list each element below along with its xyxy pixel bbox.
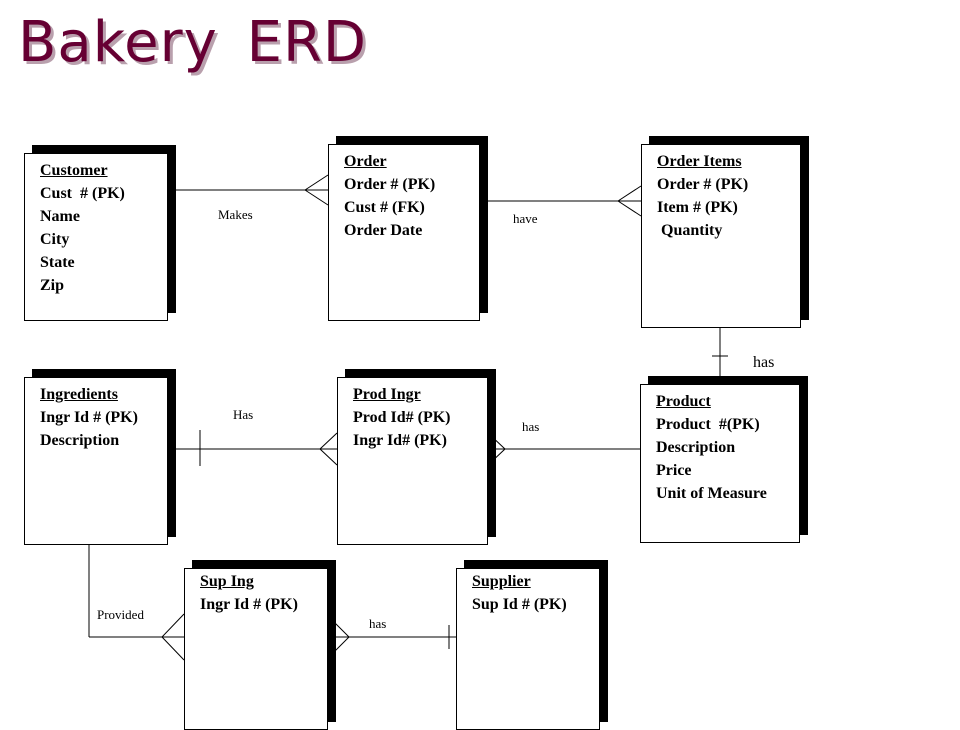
makes-crowfoot-top bbox=[304, 174, 329, 191]
entity-box bbox=[24, 153, 168, 321]
entity-order: Order Order # (PK) Cust # (FK) Order Dat… bbox=[328, 136, 488, 321]
entity-box bbox=[328, 144, 480, 321]
entity-ingredients: Ingredients Ingr Id # (PK) Description bbox=[24, 369, 176, 545]
entity-attribute: Description bbox=[656, 439, 736, 456]
entity-name: Supplier bbox=[472, 573, 531, 590]
relationship-label-have: have bbox=[513, 211, 538, 226]
entity-name: Order Items bbox=[657, 153, 742, 170]
has-ingredients-crowfoot-bottom bbox=[319, 448, 338, 466]
entity-attribute: Name bbox=[40, 208, 80, 225]
entity-attribute: Order # (PK) bbox=[344, 176, 436, 193]
makes-crowfoot-bottom bbox=[304, 189, 329, 206]
entity-attribute: Unit of Measure bbox=[656, 485, 767, 502]
entity-name: Sup Ing bbox=[200, 573, 254, 590]
entity-attribute: Cust # (FK) bbox=[344, 199, 425, 216]
entity-box bbox=[641, 144, 801, 328]
entity-name: Ingredients bbox=[40, 386, 118, 403]
entity-attribute: Ingr Id # (PK) bbox=[200, 596, 298, 613]
entity-box bbox=[456, 568, 600, 730]
provided-crowfoot-top bbox=[161, 613, 185, 638]
entity-order-items: Order Items Order # (PK) Item # (PK) Qua… bbox=[641, 136, 809, 328]
entity-supplier: Supplier Sup Id # (PK) bbox=[456, 560, 608, 730]
entity-name: Customer bbox=[40, 162, 108, 179]
entity-attribute: Ingr Id # (PK) bbox=[40, 409, 138, 426]
entity-attribute: Item # (PK) bbox=[657, 199, 738, 216]
entity-name: Prod Ingr bbox=[353, 386, 421, 403]
entity-attribute: Sup Id # (PK) bbox=[472, 596, 567, 613]
entity-name: Product bbox=[656, 393, 711, 410]
entity-attribute: Price bbox=[656, 462, 692, 479]
entity-product: Product Product #(PK) Description Price … bbox=[640, 376, 808, 543]
entity-prod-ingr: Prod Ingr Prod Id# (PK) Ingr Id# (PK) bbox=[337, 369, 496, 545]
relationship-label-has-ingredients: Has bbox=[233, 407, 254, 422]
entity-sup-ing: Sup Ing Ingr Id # (PK) bbox=[184, 560, 336, 730]
relationship-label-makes: Makes bbox=[218, 207, 253, 222]
entity-box bbox=[640, 384, 800, 543]
relationship-label-has-product: has bbox=[753, 354, 775, 371]
entity-attribute: Zip bbox=[40, 277, 65, 294]
entity-customer: Customer Cust # (PK) Name City State Zip bbox=[24, 145, 176, 321]
entity-attribute: City bbox=[40, 231, 70, 248]
provided-crowfoot-bottom bbox=[161, 636, 185, 661]
diagram-title: Bakery ERD bbox=[18, 10, 367, 75]
have-crowfoot-top bbox=[617, 185, 642, 202]
has-ingredients-crowfoot-top bbox=[319, 432, 338, 450]
entity-box bbox=[337, 377, 488, 545]
entity-attribute: Product #(PK) bbox=[656, 416, 760, 433]
entity-attribute: State bbox=[40, 254, 75, 271]
entity-box bbox=[24, 377, 168, 545]
have-crowfoot-bottom bbox=[617, 200, 642, 217]
entity-attribute: Order Date bbox=[344, 222, 423, 239]
relationship-label-has-supplier: has bbox=[369, 616, 387, 631]
entity-attribute: Prod Id# (PK) bbox=[353, 409, 451, 426]
relationship-label-provided: Provided bbox=[97, 607, 144, 622]
entity-attribute: Cust # (PK) bbox=[40, 185, 125, 202]
entity-attribute: Quantity bbox=[657, 222, 723, 239]
entity-attribute: Description bbox=[40, 432, 120, 449]
entity-attribute: Ingr Id# (PK) bbox=[353, 432, 447, 449]
entity-attribute: Order # (PK) bbox=[657, 176, 749, 193]
relationship-label-has-prod-ingr: has bbox=[522, 419, 540, 434]
entity-name: Order bbox=[344, 153, 387, 170]
